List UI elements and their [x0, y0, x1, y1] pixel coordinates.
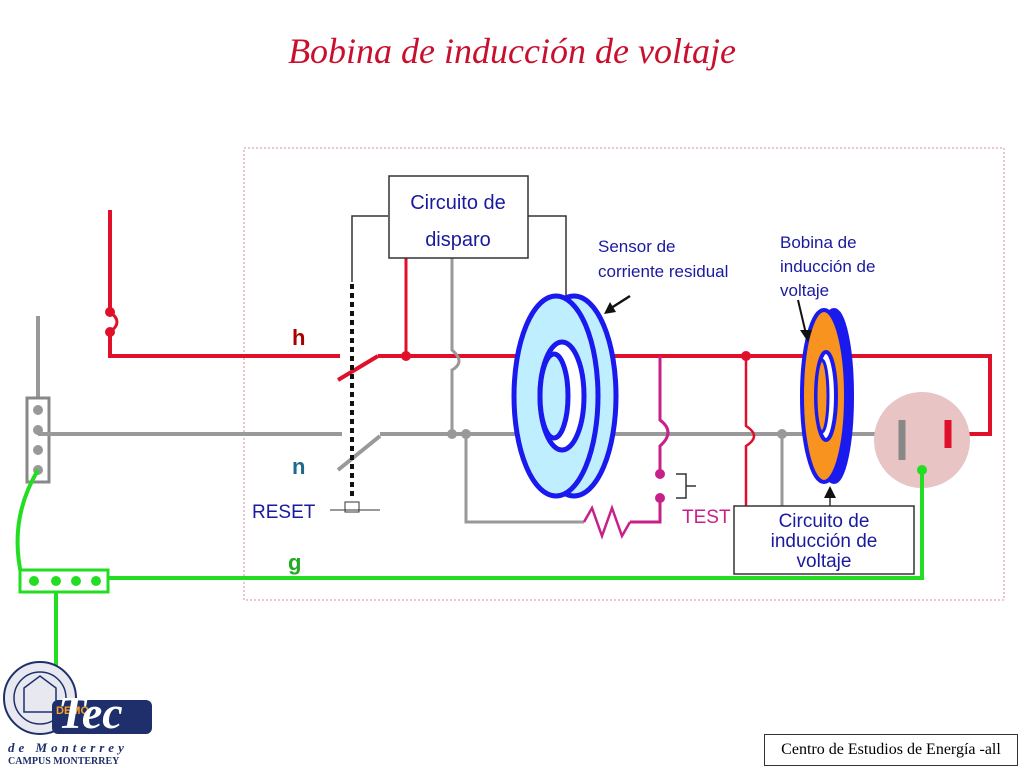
trip-circuit-line2: disparo [425, 229, 491, 251]
coil-arrow [797, 299, 807, 335]
terminal-3 [33, 445, 43, 455]
label-g: g [288, 550, 301, 575]
slide-title: Bobina de inducción de voltaje [288, 31, 736, 71]
logo-subtitle: de Monterrey [8, 740, 128, 755]
ground-terminal-4 [91, 576, 101, 586]
test-button [676, 473, 696, 499]
sensor-label-line1: Sensor de [598, 237, 676, 256]
label-test: TEST [682, 507, 731, 528]
device-enclosure [243, 147, 1005, 601]
induction-circuit-line1: Circuito de [779, 511, 870, 532]
sensor-output-wire [464, 434, 584, 524]
sensor-arrow-head [604, 302, 616, 314]
hot-loop-crossing [744, 356, 756, 520]
test-wire-bottom [630, 498, 662, 524]
coil-arrow-head [800, 330, 812, 342]
reset-button [344, 501, 360, 513]
test-resistor [582, 504, 632, 540]
induction-circuit-line3: voltaje [797, 551, 852, 572]
trip-circuit-line1: Circuito de [410, 192, 506, 214]
coil-arrow-up-head [824, 486, 836, 498]
coil-label-line3: voltaje [780, 281, 829, 300]
hot-wire-main [108, 332, 340, 358]
ground-terminal-strip [18, 568, 110, 594]
neutral-terminal-strip [25, 396, 51, 484]
induction-circuit-line2: inducción de [771, 531, 878, 552]
hot-switch-blade [336, 354, 380, 382]
label-reset: RESET [252, 502, 316, 523]
test-wire-vertical [658, 356, 670, 470]
ground-terminal-2 [51, 576, 61, 586]
ground-terminal-3 [71, 576, 81, 586]
sensor-hole-inner [537, 351, 571, 441]
hot-wire-through [378, 354, 992, 436]
coil-label-line2: inducción de [780, 257, 875, 276]
label-h: h [292, 325, 305, 350]
load-ground-dot [917, 465, 927, 475]
ground-terminal-1 [29, 576, 39, 586]
test-contact-top [655, 469, 665, 479]
load-circle [874, 392, 970, 488]
neutral-switch-blade [336, 434, 382, 472]
logo-seal [3, 661, 152, 735]
logo-campus: CAMPUS MONTERREY [8, 756, 120, 767]
coil-hole-inner [814, 358, 830, 434]
label-n: n [292, 454, 305, 479]
trip-circuit-box [388, 175, 529, 259]
footer-credit: Centro de Estudios de Energía -all [764, 734, 1018, 766]
induction-circuit-box [733, 505, 915, 575]
coil-label-line1: Bobina de [780, 233, 857, 252]
hot-terminal-top [105, 307, 115, 317]
trip-circuit-wire-right [528, 215, 567, 298]
sensor-label-line2: corriente residual [598, 262, 728, 281]
logo-name: Tec [58, 687, 123, 738]
trip-wire-neutral [450, 258, 461, 434]
logo-watermark: DEMO [56, 705, 89, 717]
terminal-1 [33, 405, 43, 415]
trip-circuit-wire-left [351, 215, 388, 282]
